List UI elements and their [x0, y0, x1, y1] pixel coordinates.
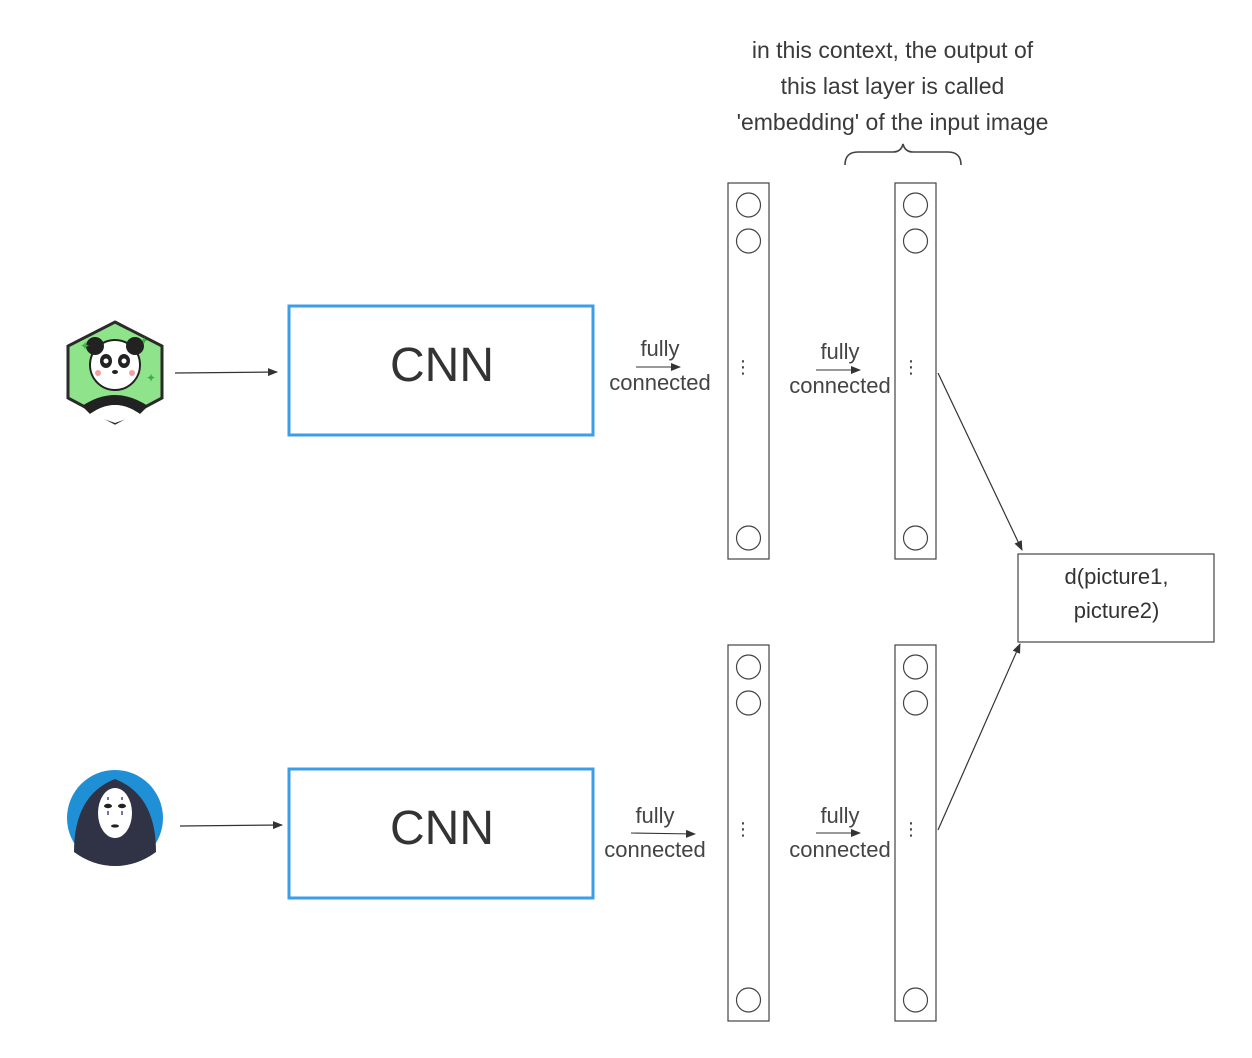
annotation-line-1: in this context, the output of [751, 37, 1034, 63]
annotation-line-3: 'embedding' of the input image [736, 109, 1049, 135]
layer-bottom-2-embedding [894, 644, 937, 1022]
distance-box [1017, 553, 1215, 643]
panda-avatar-icon: ✦ ✦ ✦ [66, 320, 164, 425]
input-arrow-bottom [179, 821, 283, 830]
fc-label-top-1: fully connected [595, 332, 725, 400]
fc-label-word-2: connected [604, 837, 706, 862]
fc-label-top-2: fully connected [775, 335, 905, 403]
svg-text:✦: ✦ [80, 339, 90, 353]
svg-text:✦: ✦ [140, 336, 148, 347]
embedding-arrow-top [937, 372, 1023, 551]
ellipsis-bottom-2: ⋮ [902, 819, 920, 839]
fc-label-bottom-2: fully connected [775, 799, 905, 867]
fc-label-word-1: fully [820, 339, 860, 364]
fc-label-word-2: connected [789, 837, 891, 862]
layer-top-2-embedding [894, 182, 937, 560]
fc-arrow-bottom-1 [630, 829, 696, 838]
fc-label-word-1: fully [640, 336, 680, 361]
fc-label-word-1: fully [635, 803, 675, 828]
ellipsis-top-2: ⋮ [902, 357, 920, 377]
layer-top-1 [727, 182, 770, 560]
embedding-annotation: in this context, the output of this last… [700, 32, 1085, 140]
layer-bottom-1 [727, 644, 770, 1022]
embedding-arrow-bottom [937, 643, 1021, 831]
cnn-label-top: CNN [390, 339, 494, 392]
ellipsis-top-1: ⋮ [734, 357, 752, 377]
cnn-box-bottom [287, 767, 595, 900]
annotation-line-2: this last layer is called [780, 73, 1005, 99]
fc-label-word-2: connected [789, 373, 891, 398]
fc-label-bottom-1: fully connected [590, 799, 720, 867]
no-face-avatar-icon [67, 770, 163, 866]
input-arrow-top [174, 368, 278, 377]
fc-label-word-2: connected [609, 370, 711, 395]
cnn-label-bottom: CNN [390, 802, 494, 855]
distance-label: d(picture1, picture2) [1018, 560, 1215, 628]
embedding-brace [844, 143, 962, 166]
svg-text:✦: ✦ [146, 371, 156, 385]
distance-line-2: picture2) [1073, 598, 1160, 623]
fc-label-word-1: fully [820, 803, 860, 828]
cnn-box-top [287, 304, 595, 437]
distance-line-1: d(picture1, [1064, 564, 1169, 589]
ellipsis-bottom-1: ⋮ [734, 819, 752, 839]
